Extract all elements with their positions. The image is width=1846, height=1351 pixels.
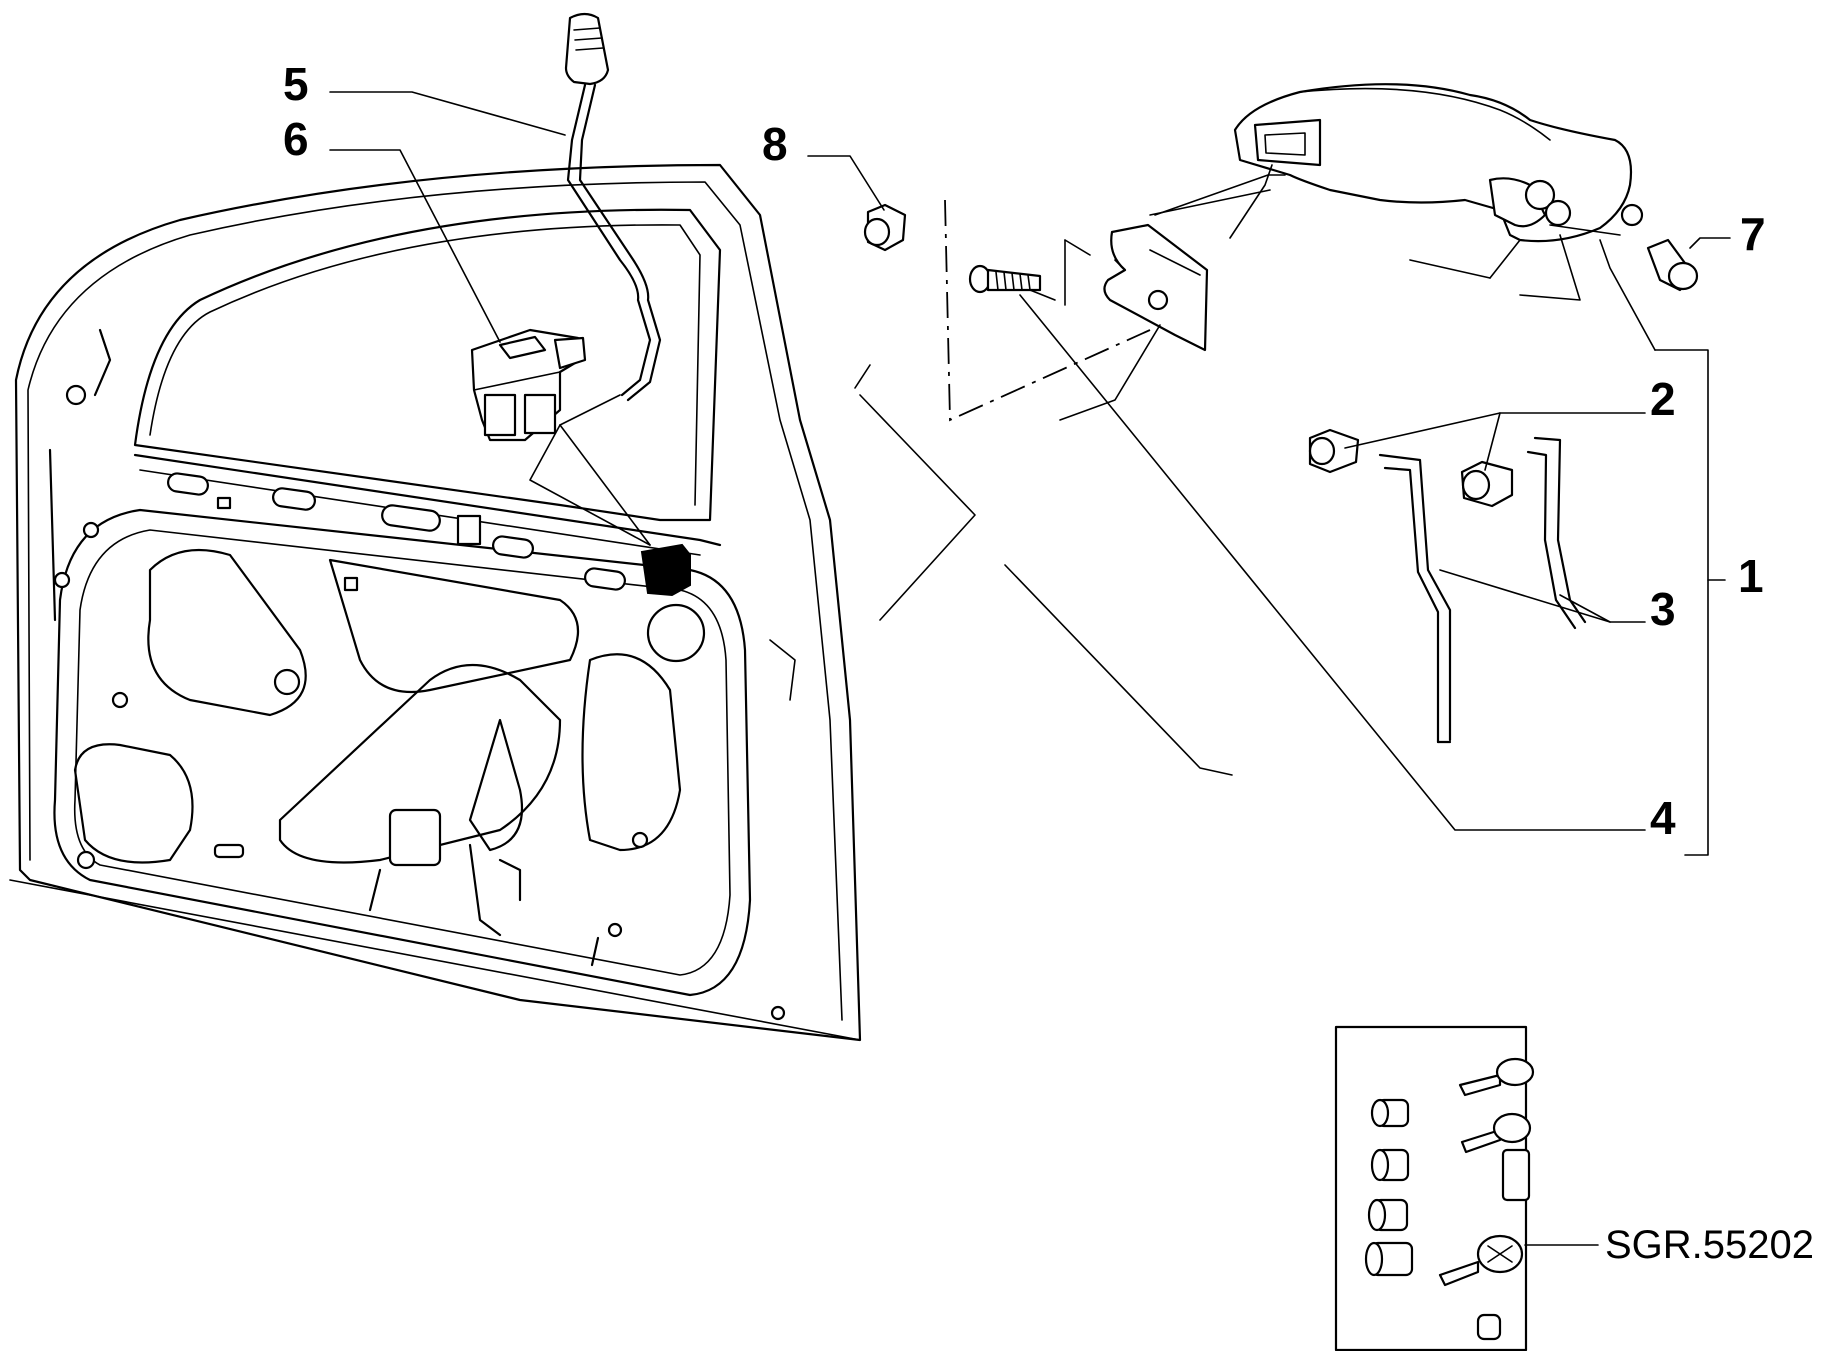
lock-set-inset <box>1334 1025 1535 1351</box>
inset-code: SGR.55202 <box>1605 1223 1814 1267</box>
callout-labels: 1 2 3 4 5 6 7 8 SGR.55202 <box>283 58 1814 1267</box>
callout-5: 5 <box>283 58 309 110</box>
rod-part-5 <box>564 12 662 402</box>
lock-cylinder-icon <box>1364 1098 1414 1277</box>
callout-7: 7 <box>1740 208 1766 260</box>
clip-part <box>1103 223 1209 352</box>
rod-part-3 <box>1378 436 1587 744</box>
callout-8: 8 <box>762 118 788 170</box>
callout-1: 1 <box>1738 550 1764 602</box>
grommet-part-2 <box>1308 428 1514 508</box>
callout-3: 3 <box>1650 583 1676 635</box>
key-icon <box>1438 1057 1535 1341</box>
callout-6: 6 <box>283 113 309 165</box>
door-panel <box>9 163 862 1042</box>
leader-lines <box>329 91 1731 1246</box>
switch-part-6 <box>470 328 587 442</box>
screw-part-7 <box>1646 238 1699 292</box>
screw-part-4 <box>968 264 1042 294</box>
handle-part-1 <box>1233 83 1644 243</box>
callout-2: 2 <box>1650 373 1676 425</box>
callout-4: 4 <box>1650 792 1676 844</box>
grommet-part-8 <box>863 203 907 252</box>
